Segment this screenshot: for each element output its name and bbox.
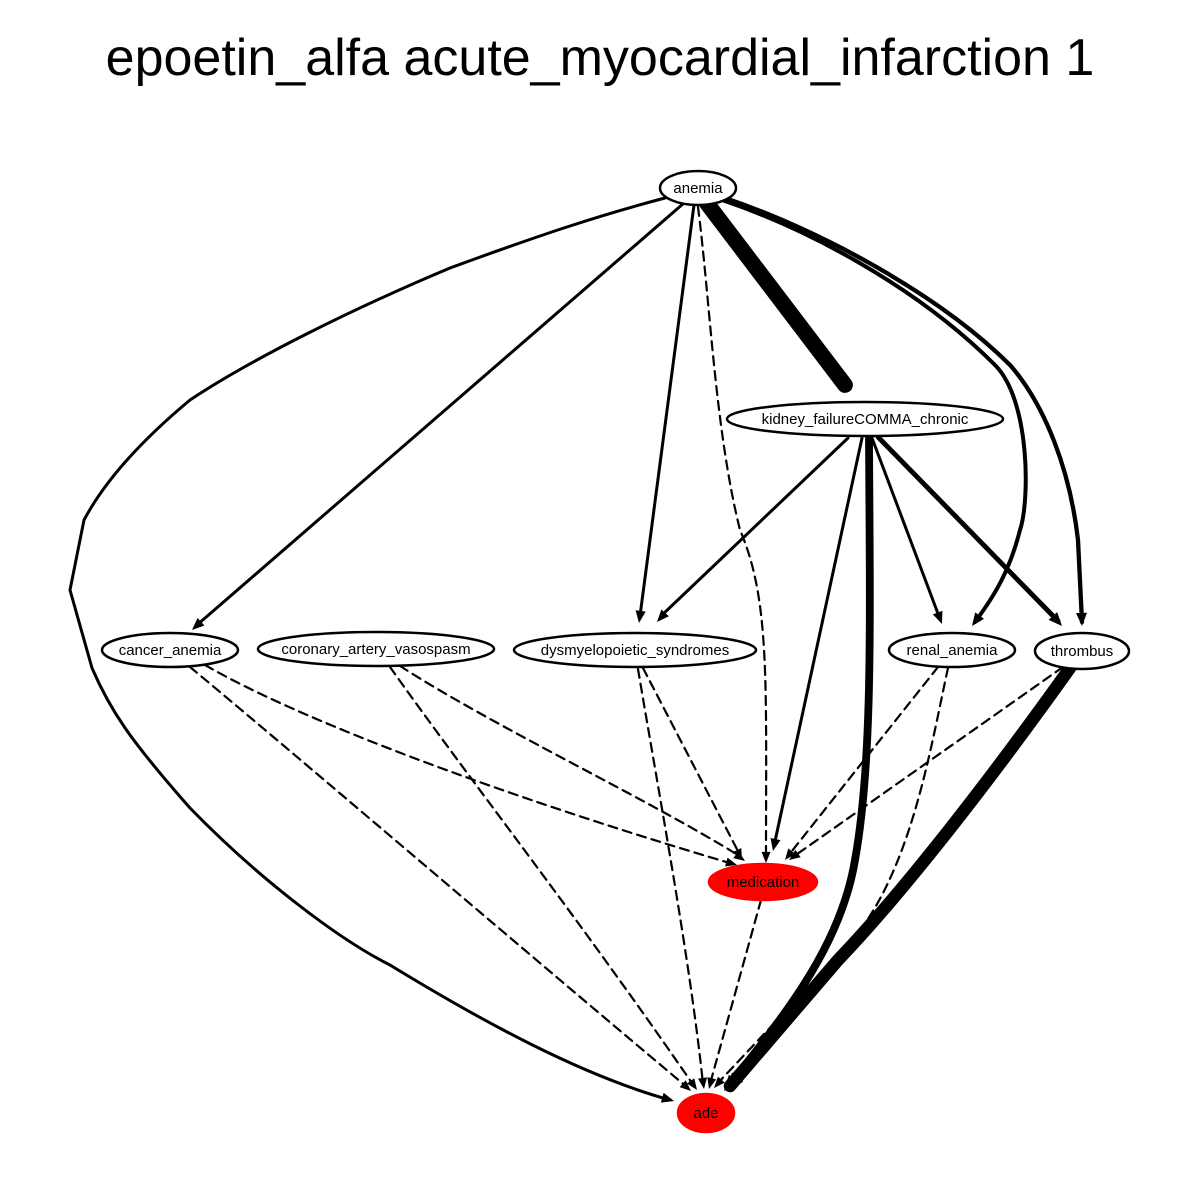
edge-anemia-to-medication — [696, 205, 768, 862]
node-dysm[interactable]: dysmyelopoietic_syndromes — [512, 631, 758, 669]
edge-coronary-to-ade — [388, 665, 696, 1088]
edge-thrombus-to-medication — [791, 665, 1065, 859]
arrowhead-cancer-to-ade — [679, 1080, 691, 1091]
edge-thrombus-to-ade — [723, 661, 1077, 1093]
node-anemia-shape — [658, 169, 738, 207]
arrowhead-kidney-to-dysm — [657, 609, 669, 622]
edge-dysm-to-ade — [636, 667, 705, 1086]
edge-anemia-to-ade — [68, 196, 672, 1102]
node-renal-shape — [887, 631, 1017, 669]
node-medication[interactable]: medication — [707, 862, 819, 902]
arrowhead-anemia-to-renal — [972, 612, 984, 626]
node-ade[interactable]: ade — [676, 1092, 736, 1134]
edge-anemia-to-dysm — [638, 203, 696, 618]
arrowhead-anemia-to-cancer — [192, 618, 205, 630]
node-renal-label: renal_anemia — [907, 642, 999, 659]
node-thrombus-label: thrombus — [1051, 643, 1114, 660]
edge-coronary-to-medication — [398, 664, 743, 859]
arrowhead-kidney-to-medication — [770, 838, 781, 851]
arrowhead-dysm-to-ade — [698, 1077, 708, 1089]
arrowhead-medication-to-ade — [707, 1077, 717, 1089]
node-kidney-label: kidney_failureCOMMA_chronic — [762, 411, 969, 428]
arrowhead-thrombus-to-medication — [789, 849, 801, 860]
edge-cancer-to-medication — [203, 663, 735, 866]
arrowhead-coronary-to-ade — [686, 1078, 697, 1090]
node-coronary-shape — [256, 630, 496, 668]
node-kidney[interactable]: kidney_failureCOMMA_chronic — [725, 400, 1005, 438]
graph-title: epoetin_alfa acute_myocardial_infarction… — [105, 29, 1095, 87]
edge-kidney-to-ade — [724, 434, 874, 1091]
node-coronary-label: coronary_artery_vasospasm — [281, 641, 470, 658]
arrowhead-kidney-to-thrombus — [1048, 612, 1062, 626]
node-medication-shape — [707, 862, 819, 902]
edge-medication-to-ade — [708, 898, 763, 1086]
node-thrombus[interactable]: thrombus — [1033, 631, 1131, 671]
edges-layer — [68, 194, 1088, 1103]
arrowhead-anemia-to-thrombus — [1075, 612, 1088, 626]
arrowhead-anemia-to-ade — [660, 1092, 674, 1103]
node-kidney-shape — [725, 400, 1005, 438]
arrowhead-anemia-to-medication — [761, 851, 771, 863]
arrowhead-thrombus-to-ade — [727, 1072, 744, 1090]
node-dysm-shape — [512, 631, 758, 669]
arrowhead-dysm-to-medication — [733, 848, 742, 860]
edge-anemia-to-kidney — [698, 194, 853, 393]
node-renal[interactable]: renal_anemia — [887, 631, 1017, 669]
node-cancer-shape — [100, 631, 240, 669]
arrowhead-anemia-to-kidney — [833, 374, 849, 392]
edge-kidney-to-dysm — [659, 436, 850, 618]
edge-anemia-to-thrombus — [722, 195, 1085, 625]
node-cancer[interactable]: cancer_anemia — [100, 631, 240, 669]
node-dysm-label: dysmyelopoietic_syndromes — [541, 642, 729, 659]
edge-kidney-to-medication — [772, 436, 864, 848]
edge-anemia-to-renal — [720, 198, 1028, 624]
arrowhead-renal-to-medication — [785, 848, 796, 860]
edge-anemia-to-cancer — [195, 201, 686, 627]
edge-kidney-to-thrombus — [875, 434, 1061, 624]
edge-dysm-to-medication — [641, 666, 742, 857]
node-ade-shape — [676, 1092, 736, 1134]
arrowhead-cancer-to-medication — [725, 857, 737, 867]
node-medication-label: medication — [727, 874, 800, 891]
node-thrombus-shape — [1033, 631, 1131, 671]
edge-cancer-to-ade — [188, 665, 690, 1090]
arrowhead-kidney-to-renal — [932, 610, 943, 624]
nodes-layer: anemia kidney_failureCOMMA_chronic cancer_… — [100, 169, 1131, 1134]
arrowhead-anemia-to-dysm — [635, 610, 646, 623]
node-anemia-label: anemia — [673, 180, 723, 197]
arrowhead-renal-to-ade — [714, 1076, 725, 1088]
edge-kidney-to-renal — [870, 436, 942, 621]
node-coronary[interactable]: coronary_artery_vasospasm — [256, 630, 496, 668]
node-anemia[interactable]: anemia — [658, 169, 738, 207]
edge-renal-to-medication — [786, 665, 940, 858]
node-cancer-label: cancer_anemia — [119, 642, 222, 659]
node-ade-label: ade — [693, 1105, 718, 1122]
